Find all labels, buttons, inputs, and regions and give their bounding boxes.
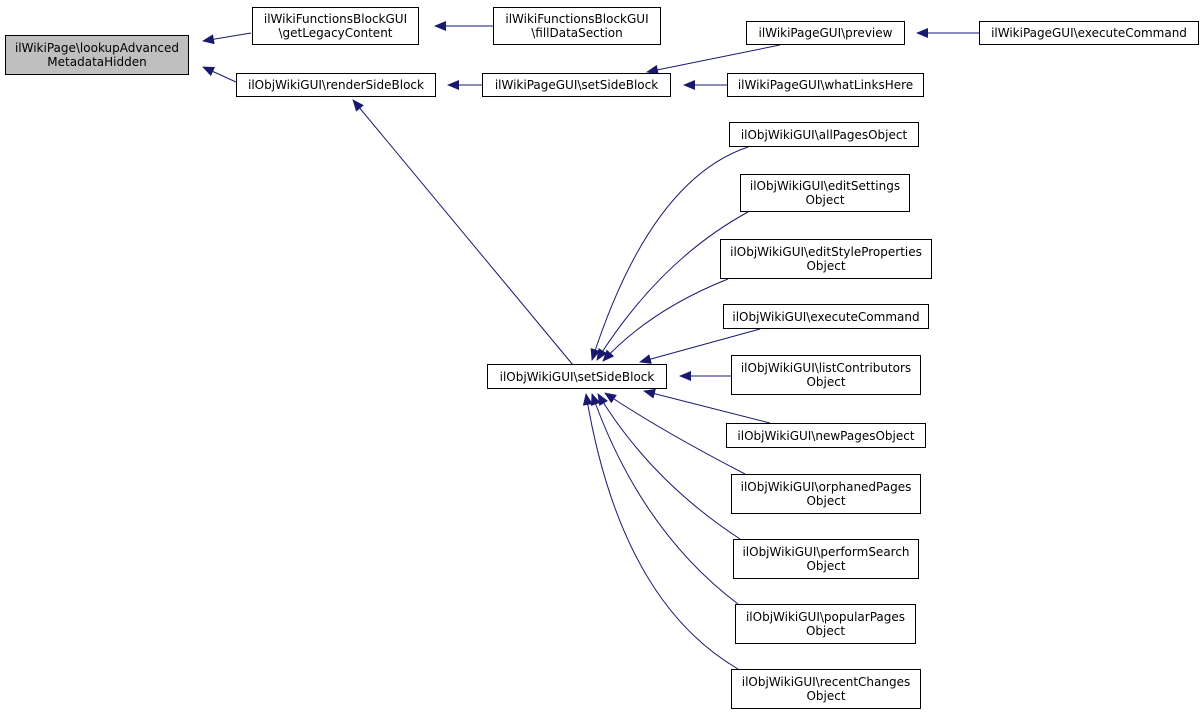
edge-obj_popular-to-obj_setside [590,393,739,605]
edge-obj_exec-to-obj_setside [639,328,761,364]
node-label: Object [805,624,846,638]
node-label: ilObjWikiGUI\allPagesObject [740,127,908,142]
edge-fb_legacy-to-root [202,32,252,45]
node-label: \getLegacyContent [278,26,393,40]
edge-obj_search-to-obj_setside [597,393,741,540]
edge-obj_allpages-to-obj_setside [590,146,749,361]
node-label: ilObjWikiGUI\popularPages [745,610,906,624]
node-label: Object [806,689,846,703]
node-label: ilWikiPage\lookupAdvanced [14,41,180,55]
node-label: ilWikiPageGUI\executeCommand [991,26,1187,40]
node-label: Object [805,193,845,207]
node-obj-allpages[interactable]: ilObjWikiGUI\allPagesObject [729,122,919,147]
edge-obj_newpages-to-obj_setside [643,388,771,424]
node-label: ilWikiFunctionsBlockGUI [263,12,408,26]
node-label: ilObjWikiGUI\setSideBlock [499,369,655,384]
node-fb-legacy[interactable]: ilWikiFunctionsBlockGUI\getLegacyContent [252,7,419,45]
node-label: ilObjWikiGUI\recentChanges [741,675,911,689]
node-label: Object [806,559,846,573]
node-obj-exec[interactable]: ilObjWikiGUI\executeCommand [723,304,929,329]
node-label: ilObjWikiGUI\orphanedPages [740,480,912,494]
node-label: Object [806,259,846,273]
edge-obj_recent-to-obj_setside [582,393,739,670]
node-label: ilObjWikiGUI\renderSideBlock [248,78,424,92]
node-wp-setside[interactable]: ilWikiPageGUI\setSideBlock [482,73,671,97]
edge-obj_orphaned-to-obj_setside [604,392,746,475]
node-label: Object [806,494,846,508]
node-label: ilObjWikiGUI\performSearch [742,545,910,559]
node-label: ilObjWikiGUI\editStyleProperties [730,245,922,259]
node-label: ilWikiPageGUI\setSideBlock [494,78,659,92]
node-label: ilObjWikiGUI\newPagesObject [737,428,915,443]
node-obj-newpages[interactable]: ilObjWikiGUI\newPagesObject [726,423,926,448]
node-label: \fillDataSection [531,26,623,40]
edge-obj_setside-to-obj_render [352,99,574,366]
node-fb-fill[interactable]: ilWikiFunctionsBlockGUI\fillDataSection [493,7,661,45]
edge-obj_editset-to-obj_setside [596,211,749,361]
node-label: Object [806,375,846,389]
edge-obj_editstyle-to-obj_setside [602,278,729,362]
node-label: ilWikiPageGUI\whatLinksHere [737,78,914,92]
edge-obj_render-to-root [202,66,237,83]
node-label: MetadataHidden [47,55,147,69]
node-label: ilObjWikiGUI\editSettings [749,179,901,193]
edge-wp_preview-to-wp_setside [646,44,781,75]
node-obj-render[interactable]: ilObjWikiGUI\renderSideBlock [236,73,436,97]
node-wp-what[interactable]: ilWikiPageGUI\whatLinksHere [727,73,924,97]
node-label: ilWikiPageGUI\preview [758,26,893,40]
node-wp-preview[interactable]: ilWikiPageGUI\preview [746,21,905,45]
node-label: ilObjWikiGUI\executeCommand [732,309,920,324]
node-wp-exec[interactable]: ilWikiPageGUI\executeCommand [979,21,1199,45]
node-label: ilWikiFunctionsBlockGUI [505,12,649,26]
node-obj-setside[interactable]: ilObjWikiGUI\setSideBlock [487,364,667,389]
node-label: ilObjWikiGUI\listContributors [740,361,912,375]
